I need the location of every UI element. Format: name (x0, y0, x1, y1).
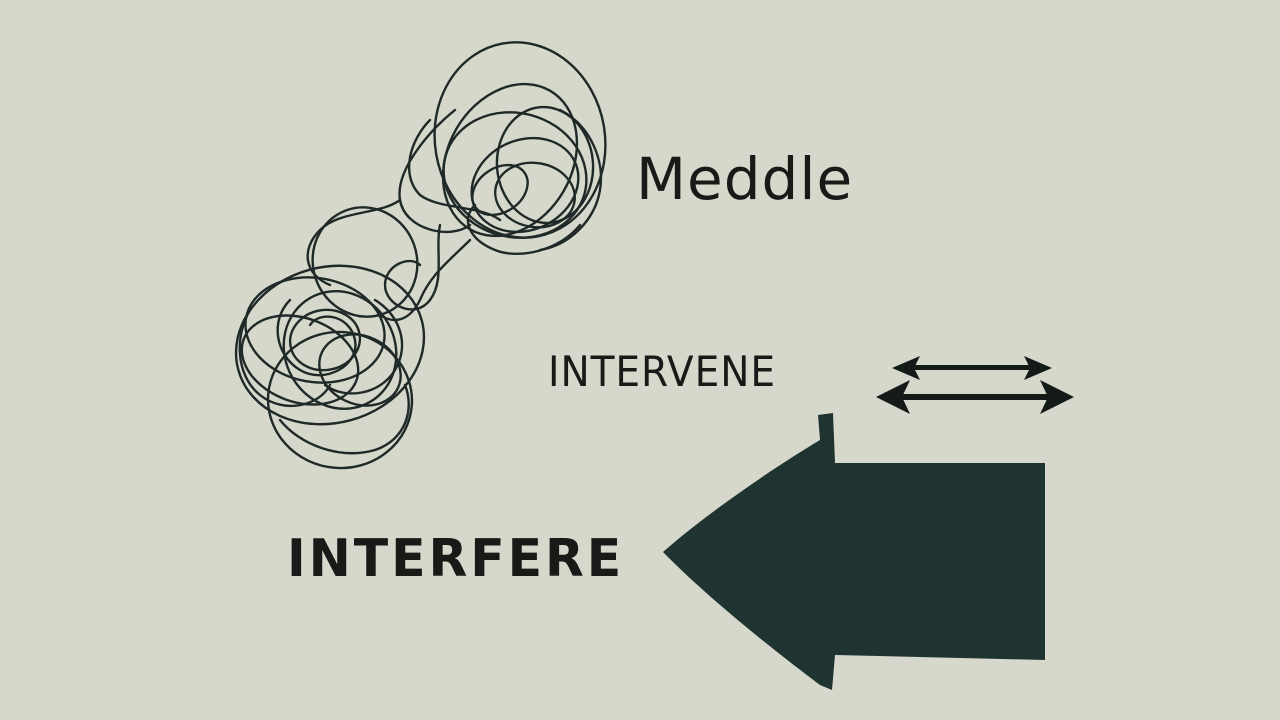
lower-arrow-right-head (1040, 380, 1074, 414)
upper-arrow-left-head (892, 356, 920, 380)
upper-arrow-shaft (905, 365, 1035, 370)
lower-arrow-shaft (892, 394, 1057, 400)
tangled-scribble-icon (234, 41, 607, 470)
left-arrow-icon (663, 413, 1045, 690)
double-headed-arrow-icon (876, 356, 1074, 414)
label-interfere: INTERFERE (287, 529, 625, 589)
label-meddle: Meddle (636, 145, 854, 213)
upper-arrow-right-head (1024, 356, 1052, 380)
label-intervene: INTERVENE (548, 347, 776, 396)
lower-arrow-left-head (876, 380, 910, 414)
